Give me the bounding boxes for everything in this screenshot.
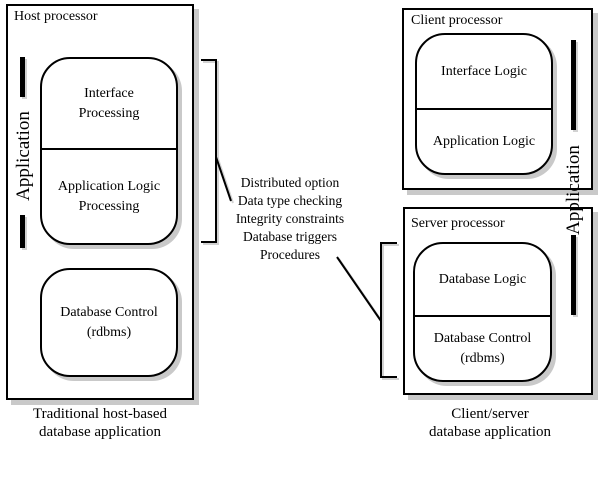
host-caption-line1: Traditional host-based — [32, 406, 168, 422]
server-database-control-cell: Database Control (rdbms) — [415, 317, 550, 380]
note-line: Data type checking — [237, 193, 343, 208]
client-interface-logic-cell: Interface Logic — [417, 35, 551, 110]
host-application-span-bar-bottom — [20, 215, 25, 248]
server-database-unit: Database Logic Database Control (rdbms) — [413, 242, 552, 382]
client-server-caption: Client/server database application — [390, 405, 590, 441]
host-database-control-cell: Database Control (rdbms) — [42, 270, 176, 375]
client-server-caption-line1: Client/server — [451, 406, 529, 422]
server-database-logic-label: Database Logic — [438, 271, 527, 287]
client-logic-unit: Interface Logic Application Logic — [415, 33, 553, 175]
client-server-application-span-label: Application — [563, 145, 584, 235]
client-application-logic-cell: Application Logic — [417, 110, 551, 173]
client-application-logic-label: Application Logic — [432, 133, 536, 149]
client-server-caption-line2: database application — [428, 424, 552, 440]
host-interface-processing-cell: Interface Processing — [42, 59, 176, 150]
note-line: Database triggers — [242, 229, 338, 244]
shared-features-notes: Distributed option Data type checking In… — [190, 174, 390, 264]
host-application-logic-line2: Processing — [78, 198, 140, 214]
host-database-control-line2: (rdbms) — [86, 324, 132, 340]
host-caption-line2: database application — [38, 424, 162, 440]
host-interface-application-unit: Interface Processing Application Logic P… — [40, 57, 178, 245]
note-line: Distributed option — [240, 175, 340, 190]
client-processor-title: Client processor — [411, 13, 503, 28]
host-application-logic-cell: Application Logic Processing — [42, 150, 176, 243]
server-database-control-line1: Database Control — [433, 330, 532, 346]
server-database-logic-cell: Database Logic — [415, 244, 550, 317]
host-application-span-bar-top — [20, 57, 25, 97]
host-interface-processing-line1: Interface — [84, 85, 134, 101]
host-processor-title: Host processor — [14, 9, 98, 24]
host-caption: Traditional host-based database applicat… — [0, 405, 200, 441]
server-processor-title: Server processor — [411, 216, 505, 231]
host-database-control-unit: Database Control (rdbms) — [40, 268, 178, 377]
client-server-application-span-bar-top — [571, 40, 576, 130]
client-interface-logic-label: Interface Logic — [441, 63, 527, 79]
server-bracket-connector-line — [336, 256, 382, 322]
host-database-control-line1: Database Control — [60, 304, 158, 320]
note-line: Procedures — [260, 247, 320, 262]
host-application-logic-line1: Application Logic — [57, 178, 161, 194]
server-database-control-line2: (rdbms) — [460, 350, 505, 366]
host-interface-processing-line2: Processing — [78, 105, 140, 121]
client-server-application-span-bar-bottom — [571, 235, 576, 315]
note-line: Integrity constraints — [235, 211, 345, 226]
host-application-span-label: Application — [13, 111, 34, 201]
